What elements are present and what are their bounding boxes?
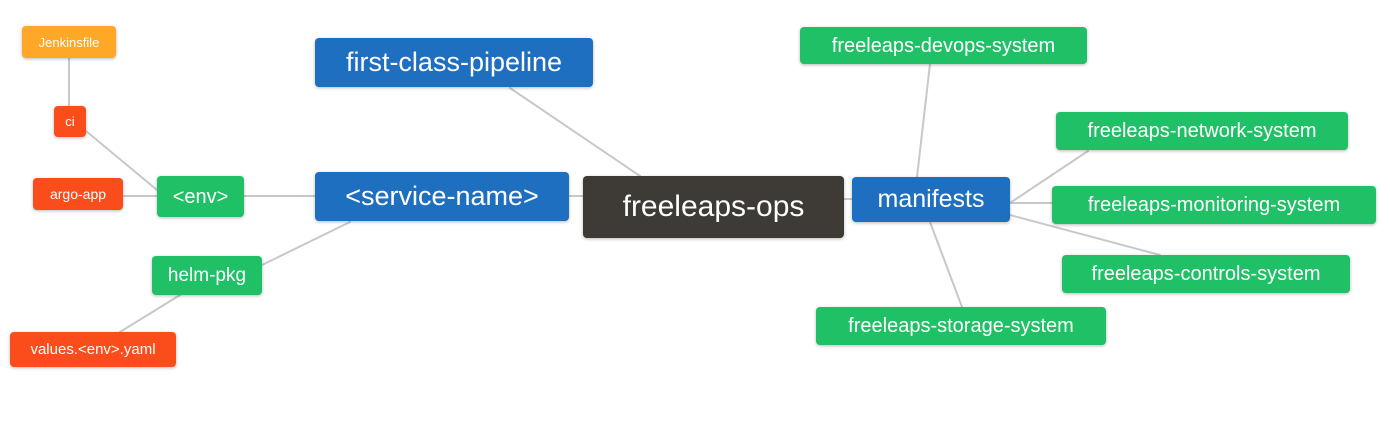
mindmap-node-label: <service-name> <box>345 181 539 211</box>
mindmap-node-label: freeleaps-controls-system <box>1091 263 1321 285</box>
mindmap-edge-first-class-pipeline-to-freeleaps-ops <box>509 87 641 177</box>
mindmap-node-freeleaps-controls-system[interactable]: freeleaps-controls-system <box>1062 255 1350 293</box>
mindmap-node-values-yaml[interactable]: values.<env>.yaml <box>10 332 176 367</box>
mindmap-node-ci[interactable]: ci <box>54 106 86 137</box>
mindmap-node-label: manifests <box>877 185 985 213</box>
mindmap-node-label: values.<env>.yaml <box>30 341 156 358</box>
mindmap-node-first-class-pipeline[interactable]: first-class-pipeline <box>315 38 593 87</box>
mindmap-node-freeleaps-network-system[interactable]: freeleaps-network-system <box>1056 112 1348 150</box>
mindmap-edge-manifests-to-freeleaps-storage-system <box>929 221 963 308</box>
mindmap-node-label: freeleaps-network-system <box>1087 120 1317 142</box>
mindmap-edge-helm-pkg-to-service-name <box>261 221 351 266</box>
mindmap-node-argo-app[interactable]: argo-app <box>33 178 123 210</box>
mindmap-node-env[interactable]: <env> <box>157 176 244 217</box>
mindmap-node-label: argo-app <box>49 186 107 202</box>
mindmap-node-freeleaps-monitoring-system[interactable]: freeleaps-monitoring-system <box>1052 186 1376 224</box>
mindmap-node-label: Jenkinsfile <box>38 34 100 50</box>
mindmap-node-label: freeleaps-devops-system <box>831 34 1056 57</box>
mindmap-node-helm-pkg[interactable]: helm-pkg <box>152 256 262 295</box>
mindmap-edge-manifests-to-freeleaps-devops-system <box>916 63 931 178</box>
mindmap-node-label: freeleaps-monitoring-system <box>1087 194 1341 216</box>
mindmap-node-jenkinsfile[interactable]: Jenkinsfile <box>22 26 116 58</box>
mindmap-edge-values-yaml-to-helm-pkg <box>119 294 181 333</box>
mindmap-node-label: freeleaps-storage-system <box>848 315 1074 337</box>
mindmap-node-label: ci <box>65 114 75 129</box>
mindmap-node-label: first-class-pipeline <box>345 47 563 77</box>
mindmap-node-label: freeleaps-ops <box>622 190 805 223</box>
mindmap-node-freeleaps-ops[interactable]: freeleaps-ops <box>583 176 844 238</box>
mindmap-node-label: helm-pkg <box>167 265 247 286</box>
mindmap-node-label: <env> <box>172 185 229 208</box>
mindmap-node-freeleaps-storage-system[interactable]: freeleaps-storage-system <box>816 307 1106 345</box>
mindmap-node-freeleaps-devops-system[interactable]: freeleaps-devops-system <box>800 27 1087 64</box>
mindmap-node-service-name[interactable]: <service-name> <box>315 172 569 221</box>
mindmap-node-manifests[interactable]: manifests <box>852 177 1010 222</box>
